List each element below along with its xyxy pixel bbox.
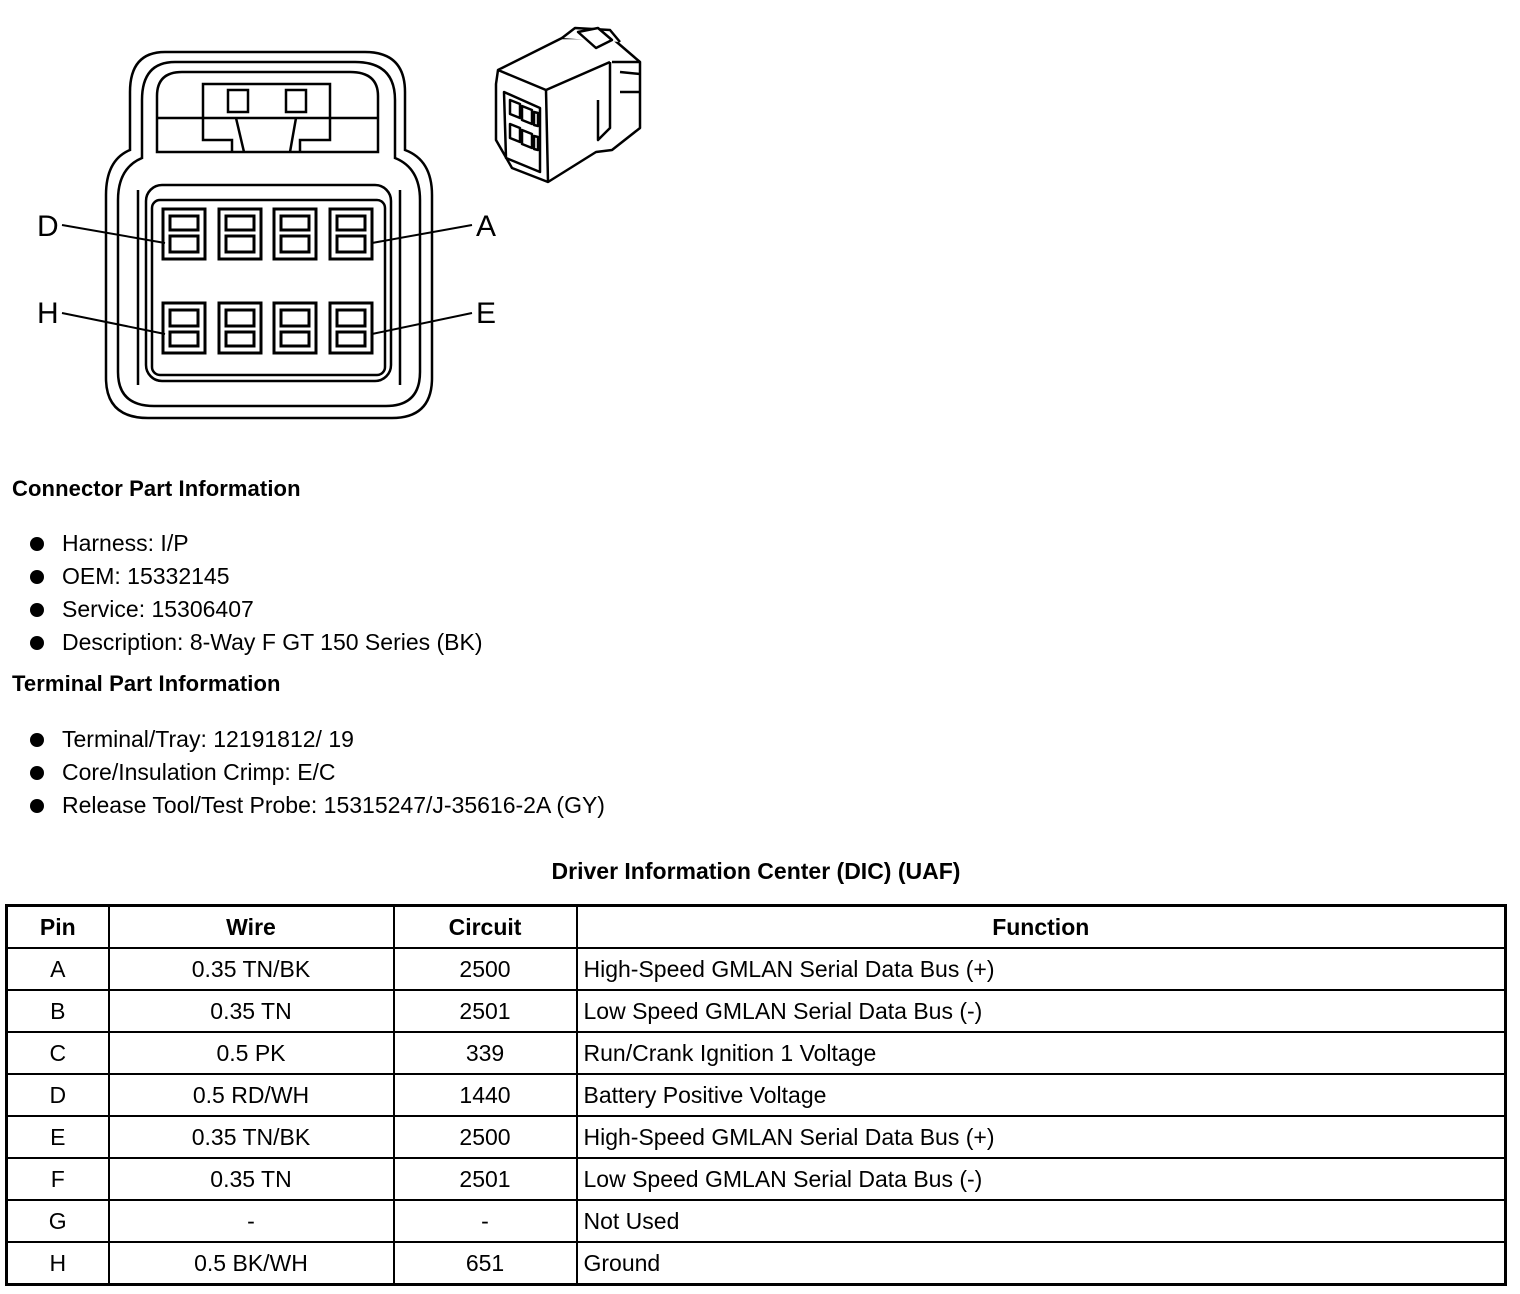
pin-cell: C	[5, 1031, 110, 1075]
list-item: Service: 15306407	[30, 593, 483, 626]
table-row: A 0.35 TN/BK 2500 High-Speed GMLAN Seria…	[5, 947, 1507, 991]
pin-cell: E	[5, 1115, 110, 1159]
bullet-icon	[30, 570, 44, 584]
list-item: OEM: 15332145	[30, 560, 483, 593]
wire-cell: 0.35 TN	[107, 1157, 395, 1201]
connector-info-heading: Connector Part Information	[12, 476, 301, 501]
circuit-cell: -	[392, 1199, 578, 1243]
terminal-cavity-a	[328, 207, 374, 261]
list-item: Description: 8-Way F GT 150 Series (BK)	[30, 626, 483, 659]
pin-cell: D	[5, 1073, 110, 1117]
function-cell: Battery Positive Voltage	[575, 1073, 1507, 1117]
table-row: C 0.5 PK 339 Run/Crank Ignition 1 Voltag…	[5, 1031, 1507, 1075]
circuit-cell: 651	[392, 1241, 578, 1286]
function-cell: Ground	[575, 1241, 1507, 1286]
wire-cell: 0.5 RD/WH	[107, 1073, 395, 1117]
circuit-cell: 1440	[392, 1073, 578, 1117]
circuit-cell: 339	[392, 1031, 578, 1075]
terminal-cavity-b	[272, 207, 318, 261]
function-cell: Not Used	[575, 1199, 1507, 1243]
pin-label-e: E	[476, 297, 496, 330]
bullet-icon	[30, 636, 44, 650]
pin-label-h: H	[37, 297, 59, 330]
terminal-info-list: Terminal/Tray: 12191812/ 19 Core/Insulat…	[30, 723, 605, 822]
function-cell: Run/Crank Ignition 1 Voltage	[575, 1031, 1507, 1075]
connector-info-list: Harness: I/P OEM: 15332145 Service: 1530…	[30, 527, 483, 659]
wire-cell: 0.5 BK/WH	[107, 1241, 395, 1286]
bullet-icon	[30, 766, 44, 780]
terminal-row-top	[161, 207, 374, 261]
leader-line-a	[371, 224, 473, 244]
terminal-cavity-c	[217, 207, 263, 261]
pin-cell: B	[5, 989, 110, 1033]
table-row: E 0.35 TN/BK 2500 High-Speed GMLAN Seria…	[5, 1115, 1507, 1159]
column-header-function: Function	[575, 904, 1507, 949]
column-header-pin: Pin	[5, 904, 110, 949]
table-row: H 0.5 BK/WH 651 Ground	[5, 1241, 1507, 1286]
bullet-icon	[30, 733, 44, 747]
wire-cell: -	[107, 1199, 395, 1243]
terminal-row-bottom	[161, 301, 374, 355]
leader-line-d	[61, 224, 166, 244]
terminal-cavity-h	[161, 301, 207, 355]
bullet-icon	[30, 537, 44, 551]
leader-line-e	[371, 312, 473, 335]
leader-line-h	[61, 312, 166, 335]
pin-label-d: D	[37, 210, 59, 243]
terminal-cavity-f	[272, 301, 318, 355]
connector-face-diagram: D A H E	[37, 26, 642, 420]
function-cell: Low Speed GMLAN Serial Data Bus (-)	[575, 989, 1507, 1033]
terminal-cavity-e	[328, 301, 374, 355]
terminal-info-heading: Terminal Part Information	[12, 671, 281, 696]
pin-cell: G	[5, 1199, 110, 1243]
function-cell: High-Speed GMLAN Serial Data Bus (+)	[575, 947, 1507, 991]
column-header-wire: Wire	[107, 904, 395, 949]
column-header-circuit: Circuit	[392, 904, 578, 949]
pinout-table: Pin Wire Circuit Function A 0.35 TN/BK 2…	[5, 904, 1507, 1286]
bullet-icon	[30, 799, 44, 813]
function-cell: High-Speed GMLAN Serial Data Bus (+)	[575, 1115, 1507, 1159]
table-row: B 0.35 TN 2501 Low Speed GMLAN Serial Da…	[5, 989, 1507, 1033]
list-item: Terminal/Tray: 12191812/ 19	[30, 723, 605, 756]
list-item: Release Tool/Test Probe: 15315247/J-3561…	[30, 789, 605, 822]
wire-cell: 0.35 TN/BK	[107, 947, 395, 991]
pin-cell: H	[5, 1241, 110, 1286]
circuit-cell: 2501	[392, 1157, 578, 1201]
connector-housing-outline	[104, 50, 434, 420]
function-cell: Low Speed GMLAN Serial Data Bus (-)	[575, 1157, 1507, 1201]
pin-cell: A	[5, 947, 110, 991]
latch-housing	[155, 70, 380, 154]
wire-cell: 0.35 TN/BK	[107, 1115, 395, 1159]
terminal-cavity-d	[161, 207, 207, 261]
circuit-cell: 2501	[392, 989, 578, 1033]
list-item: Core/Insulation Crimp: E/C	[30, 756, 605, 789]
table-row: G - - Not Used	[5, 1199, 1507, 1243]
terminal-cavity-g	[217, 301, 263, 355]
bullet-icon	[30, 603, 44, 617]
table-row: F 0.35 TN 2501 Low Speed GMLAN Serial Da…	[5, 1157, 1507, 1201]
circuit-cell: 2500	[392, 947, 578, 991]
connector-isometric-view	[494, 26, 642, 184]
list-item: Harness: I/P	[30, 527, 483, 560]
circuit-cell: 2500	[392, 1115, 578, 1159]
pin-label-a: A	[476, 210, 496, 243]
wire-cell: 0.35 TN	[107, 989, 395, 1033]
table-row: D 0.5 RD/WH 1440 Battery Positive Voltag…	[5, 1073, 1507, 1117]
wire-cell: 0.5 PK	[107, 1031, 395, 1075]
table-header-row: Pin Wire Circuit Function	[5, 904, 1507, 949]
terminal-cavity	[144, 183, 393, 383]
table-title: Driver Information Center (DIC) (UAF)	[551, 858, 961, 884]
pin-cell: F	[5, 1157, 110, 1201]
